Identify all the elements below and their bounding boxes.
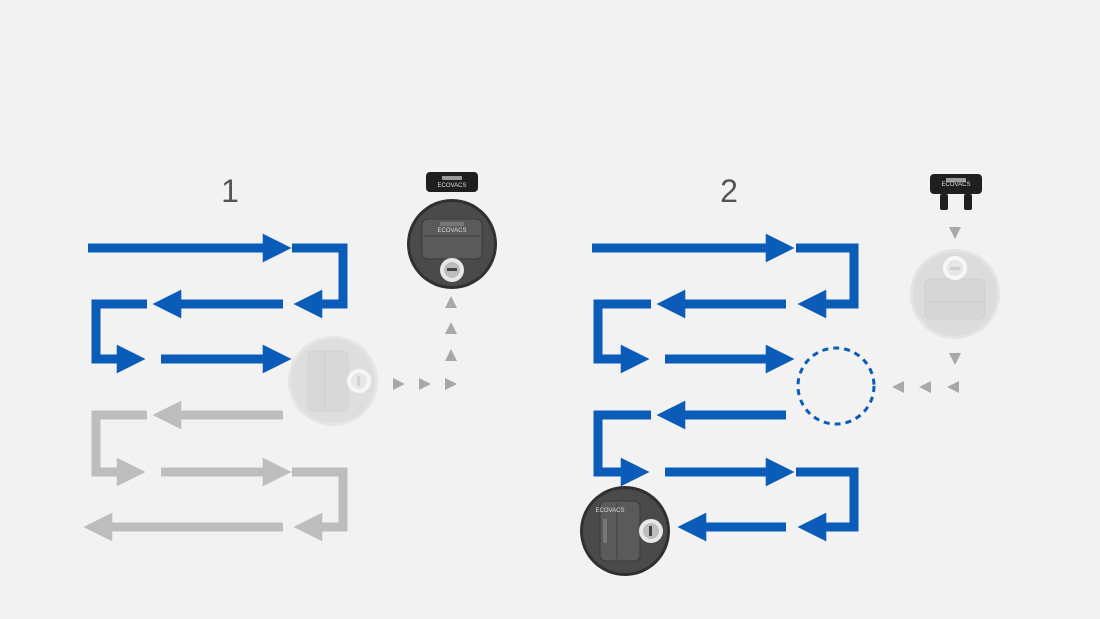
triangle-direction-icon: [445, 378, 457, 390]
robot-logo: ECOVACS: [596, 508, 625, 514]
station-logo: ECOVACS: [438, 183, 467, 189]
completed-cleaning-path-2: [592, 233, 859, 542]
dashed-circle-resume-point-icon: [796, 346, 876, 426]
completed-cleaning-path: [88, 233, 348, 374]
panel-2: 2 ECOVACS: [579, 173, 1001, 577]
station-logo: ECOVACS: [942, 182, 971, 188]
pending-turn-left-2: [91, 410, 147, 487]
docking-station-icon: ECOVACS: [426, 172, 478, 192]
triangle-direction-icon: [393, 378, 405, 390]
robot-vacuum-icon: ECOVACS: [406, 198, 498, 290]
step-number-1: 1: [221, 173, 239, 209]
triangle-direction-icon: [445, 322, 457, 334]
return-to-dock-markers: [393, 296, 457, 390]
path-turn-right-1: [292, 243, 348, 319]
triangle-direction-icon: [445, 349, 457, 361]
triangle-direction-icon: [949, 227, 961, 239]
pending-cleaning-path: [83, 400, 348, 542]
triangle-direction-icon: [947, 381, 959, 393]
triangle-direction-icon: [949, 353, 961, 365]
step-number-2: 2: [720, 173, 738, 209]
path-turn-left-2: [593, 410, 651, 487]
robot-vacuum-icon: [579, 485, 671, 577]
triangle-direction-icon: [419, 378, 431, 390]
triangle-direction-icon: [892, 381, 904, 393]
docking-station-icon: ECOVACS: [930, 174, 982, 210]
panel-1: 1 ECOVACS: [83, 172, 498, 542]
path-turn-left-1: [593, 299, 651, 374]
triangle-direction-icon: [919, 381, 931, 393]
triangle-direction-icon: [445, 296, 457, 308]
robot-vacuum-icon: [909, 248, 1001, 340]
path-turn-left-1: [91, 299, 147, 374]
robot-logo: ECOVACS: [438, 228, 467, 234]
path-turn-right-1: [796, 243, 859, 319]
robot-vacuum-icon: [287, 335, 379, 427]
path-turn-right-2: [796, 467, 859, 542]
pending-turn-right-2: [292, 467, 348, 542]
